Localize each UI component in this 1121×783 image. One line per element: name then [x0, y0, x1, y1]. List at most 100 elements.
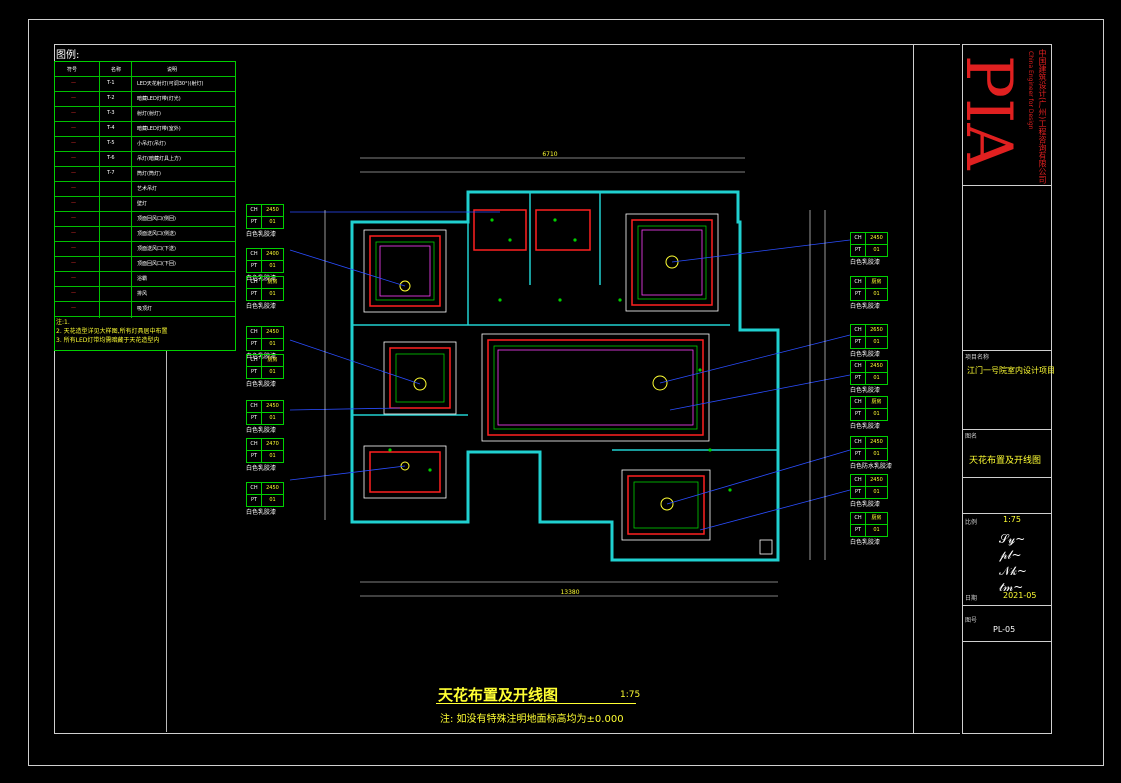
legend-desc: 暗藏LED灯带(室外) [137, 126, 181, 132]
legend-code: T-6 [107, 155, 115, 161]
tag-key-pt: PT [851, 337, 866, 348]
legend-row: —顶面回风口(下回) [55, 256, 235, 272]
tag-pt: 01 [269, 341, 276, 347]
tag-key-ch: CH [851, 233, 866, 244]
legend-symbol-icon: — [71, 185, 76, 191]
legend-symbol-icon: — [71, 230, 76, 236]
main-scale: 1:75 [620, 690, 641, 700]
tag-key-pt: PT [851, 449, 866, 460]
legend-desc: 壁灯 [137, 201, 148, 207]
main-note: 注: 如没有特殊注明地面标高均为±0.000 [440, 714, 624, 725]
tag-key-pt: PT [851, 373, 866, 384]
tag-ch: 2450 [266, 485, 279, 491]
inner-walls [352, 192, 778, 451]
tag-ch: 2450 [870, 363, 883, 369]
legend-desc: 艺术吊灯 [137, 186, 158, 192]
project-name: 江门一号院室内设计项目 [967, 366, 1055, 375]
legend-symbol-icon: — [71, 170, 76, 176]
inner-frame [54, 44, 914, 734]
company-logo: PIA [951, 55, 1025, 170]
tb-divider-5 [963, 513, 1051, 514]
tag-ch: 2450 [266, 403, 279, 409]
legend-symbol-icon: — [71, 305, 76, 311]
legend-code: T-3 [107, 110, 115, 116]
legend-desc: 暗藏LED灯带(灯光) [137, 96, 181, 102]
legend-desc: 顶面送风口(侧送) [137, 231, 176, 237]
legend-title: 图例: [56, 50, 80, 61]
drawing-title-label: 图名 [965, 433, 978, 440]
dim-top-total: 6710 [542, 151, 557, 158]
legend-symbol-icon: — [71, 95, 76, 101]
ceiling-outlines-magenta [379, 229, 703, 426]
legend-desc: 顶面送风口(下送) [137, 246, 176, 252]
legend-symbol-icon: — [71, 110, 76, 116]
legend-divider [166, 350, 167, 732]
legend-code: T-4 [107, 125, 115, 131]
tag-material: 白色乳胶漆 [850, 259, 881, 266]
ceiling-outlines-white [363, 213, 719, 541]
tag-key-ch: CH [247, 401, 262, 412]
legend-desc: 排风 [137, 291, 148, 297]
sheet-label: 图号 [965, 617, 978, 624]
tag-ch: 厨房 [871, 515, 882, 521]
legend-header-name: 名称 [111, 67, 122, 73]
tag-key-pt: PT [247, 413, 262, 424]
legend-desc: 射灯(射灯) [137, 111, 161, 117]
tag-ch: 2470 [266, 441, 279, 447]
main-title: 天花布置及开线图 [438, 686, 559, 704]
legend-symbol-icon: — [71, 155, 76, 161]
tag-ch: 2400 [266, 251, 279, 257]
legend-header-desc: 说明 [167, 67, 178, 73]
tag-material: 白色乳胶漆 [246, 381, 277, 388]
legend-row: — 顶面送风口(侧送) [55, 226, 235, 242]
door-marker [759, 539, 773, 555]
legend-symbol-icon: — [71, 275, 76, 281]
tb-divider-1 [963, 185, 1051, 186]
legend-header: 符号 名称 说明 [55, 62, 235, 77]
legend-symbol-icon: — [71, 290, 76, 296]
tag-key-pt: PT [247, 217, 262, 228]
legend-header-symbol: 符号 [67, 67, 78, 73]
tag-material: 白色乳胶漆 [850, 351, 881, 358]
tag-key-pt: PT [247, 367, 262, 378]
tag-pt: 01 [873, 527, 880, 533]
project-label: 项目名称 [965, 354, 990, 361]
legend-symbol-icon: — [71, 125, 76, 131]
legend-row: — 艺术吊灯 [55, 181, 235, 197]
tag-ch: 2450 [266, 207, 279, 213]
legend-desc: 小吊灯(吊灯) [137, 141, 166, 147]
tag-ch: 厨房 [267, 357, 278, 363]
ceiling-plan: 6710 13380 [289, 151, 851, 597]
tag-pt: 01 [873, 291, 880, 297]
tag-ch: 2650 [870, 327, 883, 333]
scale-value: 1:75 [1003, 515, 1021, 524]
signature-3: 𝒩𝓀~ [999, 564, 1027, 578]
legend-code: T-7 [107, 170, 115, 176]
tag-material: 白色乳胶漆 [850, 387, 881, 394]
legend-row: —壁灯 [55, 196, 235, 212]
tag-ch: 厨房 [267, 279, 278, 285]
legend-notes: 注:1. 2. 天花造型详见大样图,所有灯具居中布置 3. 所有LED灯带均需暗… [56, 318, 168, 345]
sheet-number: PL-05 [993, 625, 1016, 634]
legend-symbol-icon: — [71, 140, 76, 146]
tag-key-ch: CH [851, 397, 866, 408]
tag-material: 白色乳胶漆 [246, 465, 277, 472]
main-title-underline [436, 703, 636, 704]
title-block: PIA 中国建筑设计(广州)工程咨询有限公司 China Engineer fo… [951, 44, 1055, 734]
light-fixtures [399, 255, 679, 511]
legend-col-2 [131, 62, 132, 318]
legend-desc: 吸顶灯 [137, 306, 153, 312]
legend-code: T-1 [107, 80, 115, 86]
tag-pt: 01 [873, 451, 880, 457]
